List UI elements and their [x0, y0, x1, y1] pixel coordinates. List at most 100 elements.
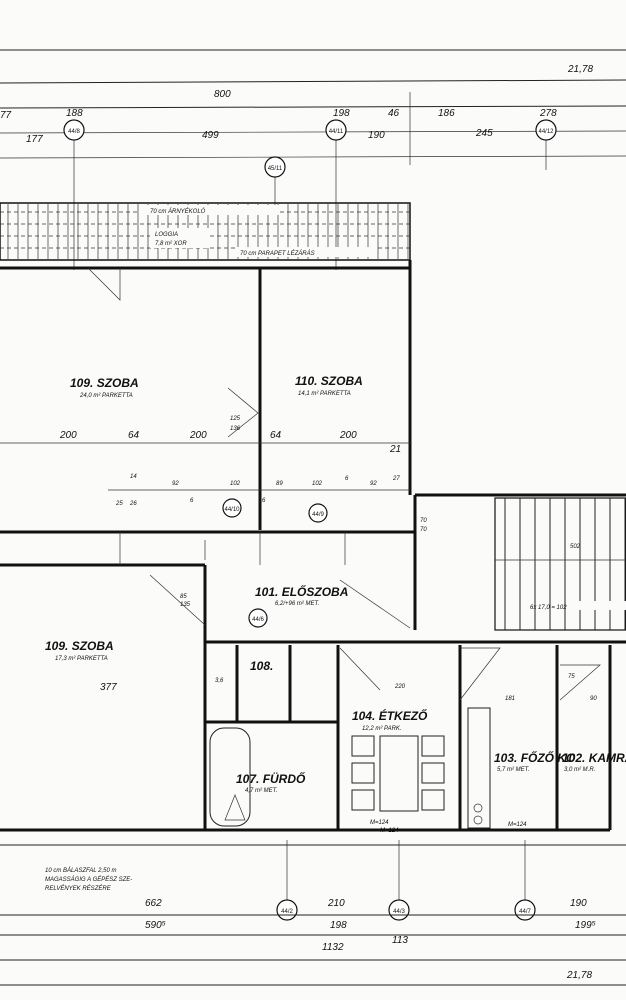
stair-width: 502: [570, 544, 581, 550]
dim: 64: [128, 430, 140, 441]
marker-label: 44/12: [538, 129, 554, 135]
room-name: 110. SZOBA: [295, 374, 363, 388]
dim: 26: [129, 501, 137, 507]
room-name: 109. SZOBA: [45, 639, 114, 653]
dim: 278: [539, 108, 557, 119]
section-markers: 44/8 44/11 44/12 45/11 44/10 44/9 44/6 4…: [63, 119, 557, 921]
room-name: 108.: [250, 659, 273, 673]
dim: 186: [438, 108, 455, 119]
dim: 92: [172, 481, 179, 487]
marker-label: 44/10: [224, 507, 240, 513]
dim: 102: [312, 481, 323, 487]
staircase: 6x 17,0 = 102 502: [494, 497, 626, 631]
loggia: 70 cm ÁRNYÉKOLÓ LOGGIA 7,8 m² XOR 70 cm …: [0, 202, 411, 261]
note-line: RELVÉNYEK RÉSZÉRE: [45, 885, 112, 892]
room-area: 12,2 m² PARK.: [362, 726, 402, 732]
loggia-note: 70 cm PARAPET LÉZÁRÁS: [240, 250, 315, 257]
kitchen-counter: [467, 707, 491, 829]
section-marker: 44/10: [222, 498, 242, 518]
section-marker: 44/6: [248, 608, 268, 628]
dim: 92: [370, 481, 377, 487]
section-marker: 44/7: [514, 840, 536, 921]
room-name: 104. ÉTKEZŐ: [352, 708, 428, 723]
marker-label: 44/2: [281, 909, 293, 915]
dim: 188: [66, 108, 83, 119]
dim: 198: [333, 108, 350, 119]
room-area: 6,2/+96 m² MET.: [275, 601, 320, 607]
room-109-szoba-bottom: 109. SZOBA 17,3 m² PARKETTA: [45, 639, 114, 662]
section-marker: 44/8: [63, 119, 85, 270]
room-area: 3,0 m² M.R.: [564, 767, 595, 773]
room-area: 24,0 m² PARKETTA: [79, 393, 133, 399]
dim: 125: [230, 416, 241, 422]
dim: 70: [420, 527, 427, 533]
room-name: 101. ELŐSZOBA: [255, 584, 348, 599]
dim: 662: [145, 898, 162, 909]
window-mark: M=124: [370, 820, 389, 826]
dim: 113: [392, 935, 408, 946]
dim: 90: [590, 696, 597, 702]
dim: 6: [262, 498, 266, 504]
loggia-area: 7,8 m² XOR: [155, 241, 187, 247]
dim: 499: [202, 130, 219, 141]
door-swings: [87, 267, 601, 701]
marker-label: 44/9: [312, 512, 324, 518]
span-dim: 800: [214, 89, 231, 100]
window-mark: M=124: [380, 828, 399, 834]
section-marker: 44/3: [388, 840, 410, 921]
room-area: 5,7 m² MET.: [497, 767, 530, 773]
room-104-etkezo: 104. ÉTKEZŐ 12,2 m² PARK.: [352, 708, 428, 732]
dim: 377: [100, 682, 117, 693]
loggia-name: LOGGIA: [155, 232, 178, 238]
room-area: 4,7 m² MET.: [245, 788, 278, 794]
room-name: 103. FŐZŐ KO.: [494, 750, 579, 765]
marker-label: 44/11: [329, 129, 344, 135]
dim: 64: [270, 430, 282, 441]
room-109-szoba-top: 109. SZOBA 24,0 m² PARKETTA: [70, 376, 139, 399]
dim: 210: [327, 898, 345, 909]
room-110-szoba: 110. SZOBA 14,1 m² PARKETTA: [295, 374, 363, 397]
dim: 14: [130, 474, 137, 480]
window-mark: M=124: [508, 822, 527, 828]
dim: 6: [190, 498, 194, 504]
dim: 181: [505, 696, 515, 702]
stair-label: 6x 17,0 = 102: [530, 605, 567, 611]
loggia-note: 70 cm ÁRNYÉKOLÓ: [150, 208, 206, 215]
total-dim: 21,78: [567, 64, 593, 75]
top-dimension-lines: 21,78 800 77 188 198 46 186 278 177 499 …: [0, 49, 626, 165]
dim: 6: [345, 476, 349, 482]
dim: 200: [339, 430, 357, 441]
dim: 85: [180, 594, 187, 600]
dim: 21,78: [566, 970, 592, 981]
room-name: 109. SZOBA: [70, 376, 139, 390]
room-dimension-lines: 200 64 200 64 200 21 14 25 26 92 6 102 6…: [0, 416, 597, 702]
marker-label: 44/8: [68, 129, 80, 135]
dining-table: [351, 735, 445, 812]
room-area: 17,3 m² PARKETTA: [55, 656, 108, 662]
dim: 177: [26, 134, 43, 145]
dim: 199⁵: [575, 920, 596, 931]
dim: 590⁵: [145, 920, 166, 931]
dim: 198: [330, 920, 347, 931]
room-102-kamra: 102. KAMRA 3,0 m² M.R.: [562, 751, 626, 773]
dim: 70: [420, 518, 427, 524]
dim: 136: [230, 426, 241, 432]
bottom-annotations: 10 cm BÁLASZFAL 2,50 m MAGASSÁGIG A GÉPÉ…: [45, 820, 596, 981]
note-line: MAGASSÁGIG A GÉPÉSZ SZE-: [45, 876, 132, 883]
dim: 27: [392, 476, 400, 482]
room-area: 14,1 m² PARKETTA: [298, 391, 351, 397]
dim: 102: [230, 481, 241, 487]
room-area: 3,6: [215, 678, 224, 684]
dim: 190: [368, 130, 385, 141]
room-name: 107. FÜRDŐ: [236, 771, 306, 786]
dim: 77: [0, 110, 12, 121]
room-107-furdo: 107. FÜRDŐ 4,7 m² MET.: [236, 771, 306, 794]
room-103-fozo: 103. FŐZŐ KO. 5,7 m² MET.: [494, 750, 579, 773]
dim: 135: [180, 602, 191, 608]
section-marker: 44/12: [535, 119, 557, 170]
room-name: 102. KAMRA: [562, 751, 626, 765]
dim: 190: [570, 898, 587, 909]
room-108: 108. 3,6: [215, 659, 273, 684]
dim: 46: [388, 108, 400, 119]
